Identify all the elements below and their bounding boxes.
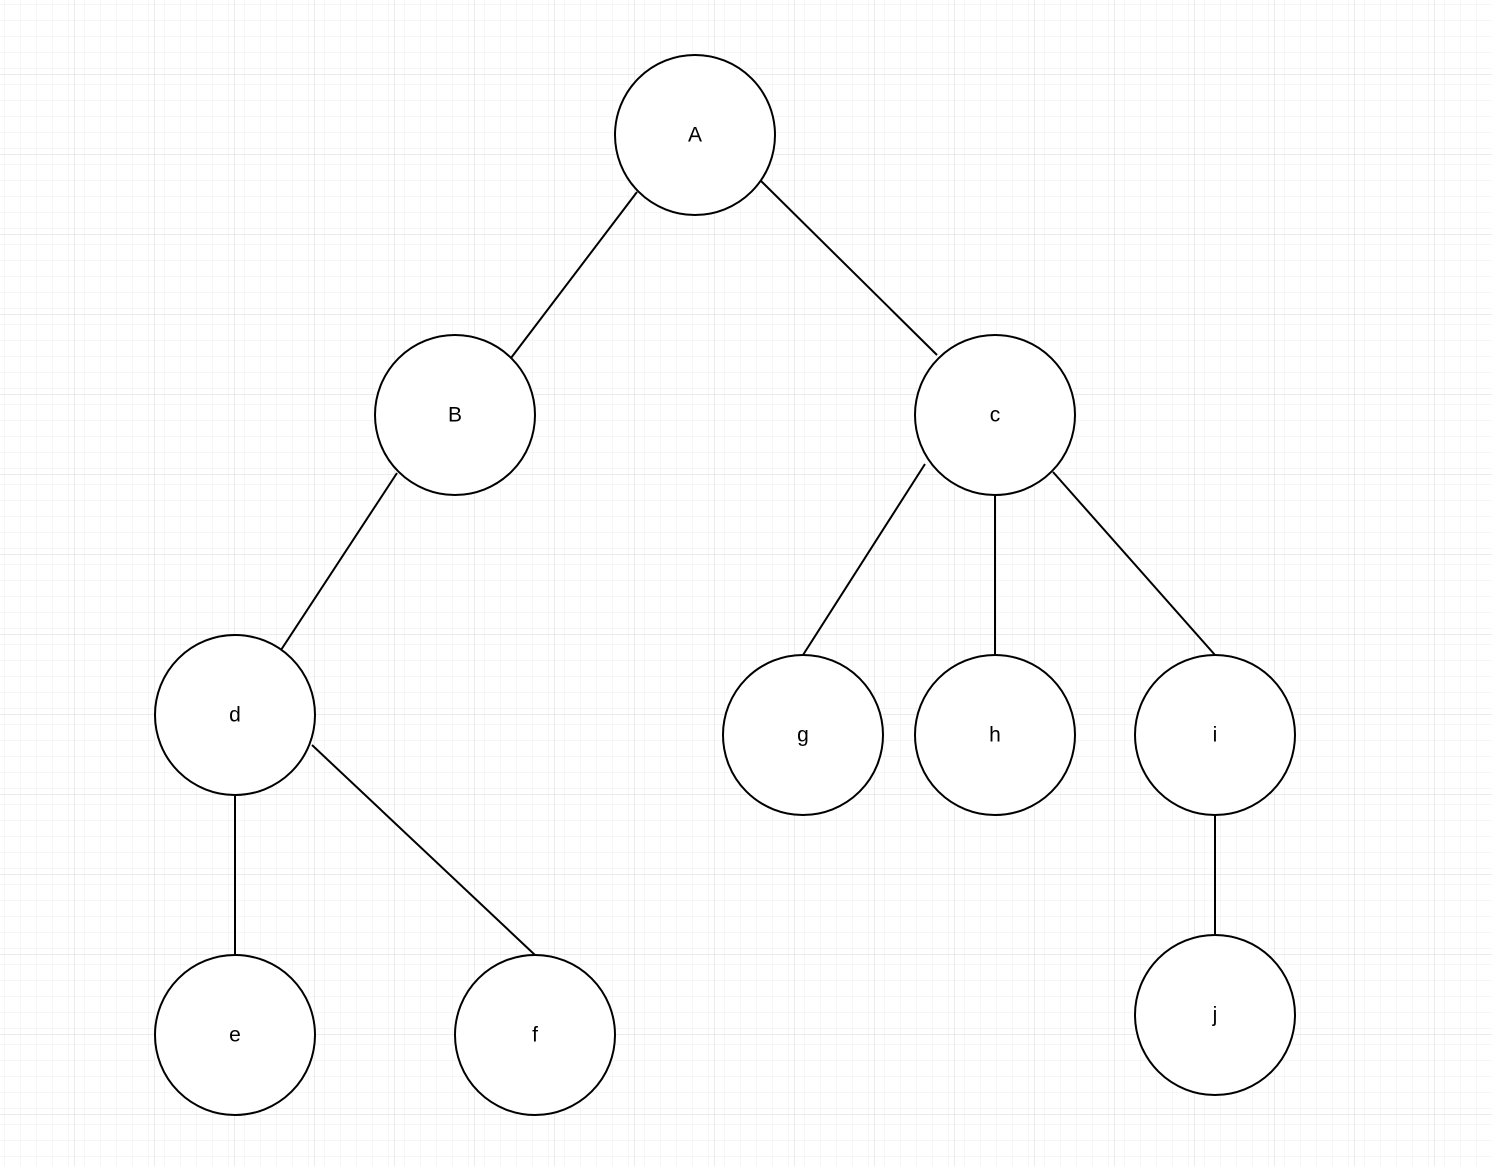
node-j: j	[1134, 934, 1296, 1096]
node-circle-B	[374, 334, 536, 496]
edge-c-g	[802, 463, 926, 656]
edge-A-c	[756, 176, 938, 356]
node-circle-f	[454, 954, 616, 1116]
edge-d-f	[311, 744, 536, 956]
node-A: A	[614, 54, 776, 216]
node-label-A: A	[688, 124, 702, 147]
node-B: B	[374, 334, 536, 496]
node-circle-i	[1134, 654, 1296, 816]
node-label-f: f	[532, 1024, 538, 1047]
node-label-c: c	[990, 404, 1001, 427]
edges-layer	[234, 176, 1216, 956]
node-d: d	[154, 634, 316, 796]
node-f: f	[454, 954, 616, 1116]
node-circle-e	[154, 954, 316, 1116]
node-circle-c	[914, 334, 1076, 496]
node-circle-j	[1134, 934, 1296, 1096]
node-circle-A	[614, 54, 776, 216]
node-h: h	[914, 654, 1076, 816]
node-c: c	[914, 334, 1076, 496]
node-label-i: i	[1213, 724, 1218, 747]
edge-c-i	[1052, 471, 1216, 656]
node-label-h: h	[989, 724, 1001, 747]
node-i: i	[1134, 654, 1296, 816]
edge-B-d	[280, 472, 398, 651]
node-label-B: B	[448, 404, 462, 427]
edge-A-B	[510, 191, 638, 359]
node-circle-d	[154, 634, 316, 796]
node-label-j: j	[1212, 1004, 1218, 1027]
node-circle-h	[914, 654, 1076, 816]
node-label-e: e	[229, 1024, 241, 1047]
node-g: g	[722, 654, 884, 816]
node-label-d: d	[229, 704, 241, 727]
node-e: e	[154, 954, 316, 1116]
node-circle-g	[722, 654, 884, 816]
node-label-g: g	[797, 724, 809, 747]
